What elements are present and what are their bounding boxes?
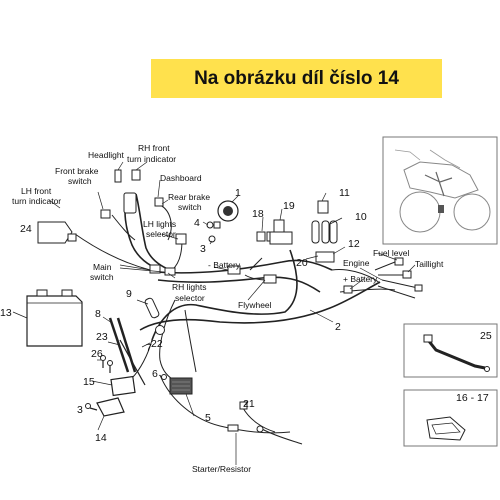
fuse-box-area [311,200,338,263]
part-number-7: 7 [146,342,152,354]
lower-components [85,297,264,433]
label-main-switch-2: switch [90,272,114,282]
label-lh-front-turn-1: LH front [21,186,52,196]
label-rh-front-turn-2: turn indicator [127,154,176,164]
part-number-11: 11 [339,187,350,199]
label-starter-resistor: Starter/Resistor [192,464,251,474]
part-number-21: 21 [243,398,255,410]
label-lh-front-turn-2: turn indicator [12,196,61,206]
label-lh-lights-2: selector [146,229,176,239]
front-components [37,169,187,276]
banner-text: Na obrázku díl číslo 14 [194,67,399,89]
part-number-22: 22 [151,338,163,350]
label-engine: Engine [343,258,370,268]
label-flywheel: Flywheel [238,300,272,310]
rear-connectors [343,257,423,294]
inset-rear-wheel [453,193,491,231]
battery [26,289,83,347]
label-fuel-level: Fuel level [373,248,409,258]
part-number-18: 18 [252,208,264,220]
part-number-5: 5 [205,412,211,424]
label-battery-plus: + Battery [343,274,378,284]
relays [256,219,293,245]
label-taillight: Taillight [415,259,444,269]
motorcycle-inset [382,136,498,245]
horn [206,200,239,243]
part-25-inset: 25 [403,323,498,378]
part-number-12: 12 [348,238,360,250]
part-number-20: 20 [296,257,308,269]
part-number-25: 25 [480,330,492,342]
part-number-23: 23 [96,331,108,343]
label-dashboard: Dashboard [160,173,202,183]
part-number-13: 13 [0,307,12,319]
leader-lines [12,161,416,465]
part-number-4: 4 [194,217,200,229]
part-number-banner: Na obrázku díl číslo 14 [151,59,442,98]
part-number-16-17: 16 - 17 [456,392,489,404]
label-battery-minus: - Battery [208,260,241,270]
part-number-9: 9 [126,288,132,300]
part-number-1: 1 [235,187,241,199]
part-number-10: 10 [355,211,367,223]
part-number-3b: 3 [77,404,83,416]
part-number-26: 26 [91,348,103,360]
label-front-brake-2: switch [68,176,92,186]
label-rear-brake-2: switch [178,202,202,212]
part-number-3a: 3 [200,243,206,255]
main-harness [74,193,419,445]
label-rh-front-turn-1: RH front [138,143,170,153]
part-numbers: 1 2 3 3 4 5 6 7 8 9 10 11 12 13 14 15 18… [0,187,367,444]
label-rear-brake-1: Rear brake [168,192,210,202]
label-rh-lights-2: selector [175,293,205,303]
label-rh-lights-1: RH lights [172,282,206,292]
label-headlight: Headlight [88,150,125,160]
part-number-8: 8 [95,308,101,320]
part-number-14: 14 [95,432,107,444]
part-number-19: 19 [283,200,295,212]
component-labels: Headlight RH front turn indicator Front … [12,143,444,474]
part-number-6: 6 [152,368,158,380]
label-main-switch-1: Main [93,262,112,272]
part-number-15: 15 [83,376,95,388]
part-16-17-inset: 16 - 17 [403,389,498,447]
part-number-24: 24 [20,223,32,235]
part-number-2: 2 [335,321,341,333]
label-front-brake-1: Front brake [55,166,99,176]
label-lh-lights-1: LH lights [143,219,176,229]
